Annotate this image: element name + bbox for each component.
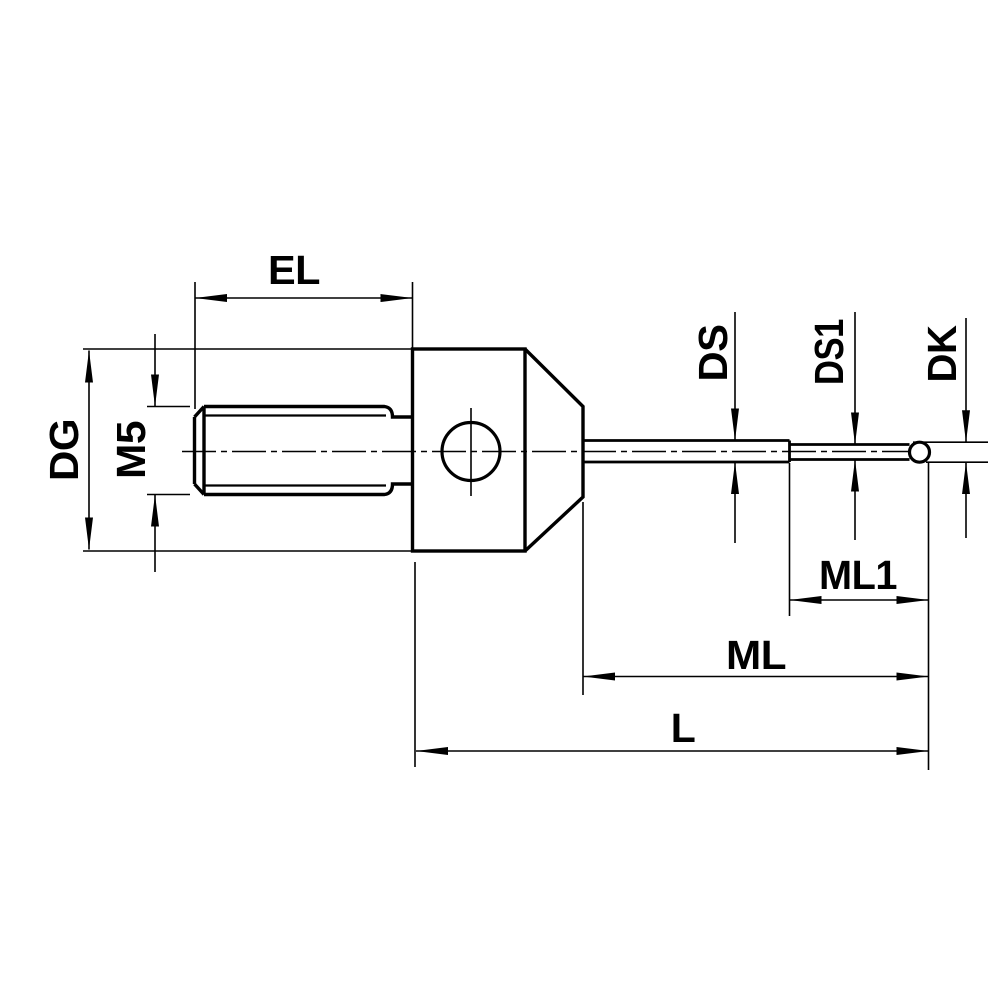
- dimension-dk: DK: [913, 318, 988, 538]
- dimension-ml: ML: [582, 502, 929, 695]
- holder-cone: [523, 347, 585, 553]
- thread-chamfer-diagonals: [193, 405, 206, 496]
- stylus-shaft-ds1: [789, 443, 910, 461]
- dimension-m5: M5: [108, 334, 190, 572]
- dim-label-ml: ML: [726, 632, 786, 678]
- dim-label-ml1: ML1: [819, 552, 897, 598]
- thread-outline-bottom: [204, 482, 413, 497]
- dimension-dg: DG: [41, 348, 416, 552]
- dimension-ml1: ML1: [788, 463, 929, 616]
- dim-label-dg: DG: [41, 419, 87, 481]
- threaded-stud: [192, 404, 413, 497]
- thread-root-lines: [204, 414, 386, 487]
- dim-label-el: EL: [268, 247, 320, 293]
- stylus-ball-tip: [907, 440, 932, 464]
- holder-body: [410, 347, 527, 553]
- dim-label-ds: DS: [690, 325, 736, 382]
- dimension-ds: DS: [690, 312, 739, 543]
- dimension-ds1: DS1: [806, 312, 859, 540]
- dimension-l: L: [414, 463, 930, 770]
- dim-label-ds1: DS1: [806, 319, 852, 385]
- dim-label-dk: DK: [919, 325, 965, 383]
- stylus-shaft-ds: [583, 439, 790, 464]
- thread-outline-top: [204, 404, 413, 419]
- stylus-part: [182, 347, 932, 553]
- dim-label-l: L: [671, 705, 696, 751]
- dim-label-m5: M5: [108, 421, 154, 479]
- dimension-el: EL: [194, 247, 414, 409]
